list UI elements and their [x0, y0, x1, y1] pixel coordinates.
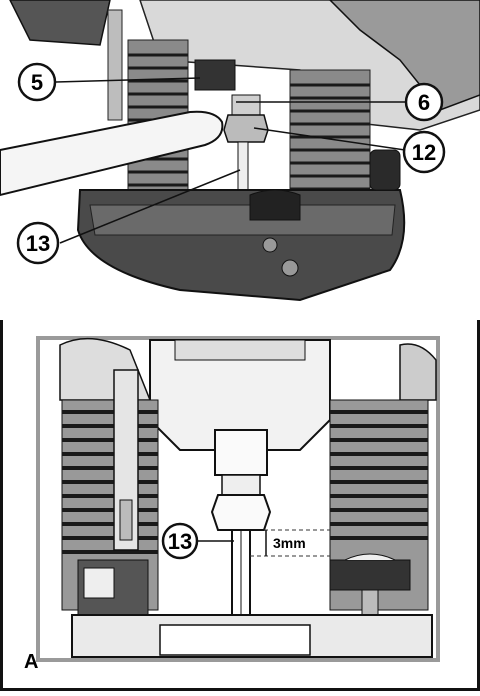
wrench [0, 110, 224, 197]
spindle [231, 94, 261, 116]
detail-figure: 3mm 13 A [24, 336, 440, 673]
svg-text:13: 13 [26, 231, 50, 256]
detail-right-bellows [329, 399, 429, 621]
callout-13-top: 13 [16, 221, 60, 265]
detail-collet-nut [210, 494, 272, 531]
svg-text:3mm: 3mm [273, 535, 306, 551]
callout-12: 12 [402, 130, 446, 174]
lock-button [194, 59, 236, 91]
top-router-illustration: 5 6 12 13 [0, 0, 480, 320]
collet-nut [223, 114, 269, 143]
callout-6: 6 [404, 82, 444, 122]
svg-text:6: 6 [418, 90, 430, 115]
svg-text:13: 13 [168, 529, 192, 554]
depth-rod [107, 9, 123, 121]
dimension-3mm: 3mm [250, 529, 330, 557]
callout-5: 5 [17, 62, 57, 102]
svg-text:12: 12 [412, 140, 436, 165]
callout-13-detail: 13 [161, 522, 199, 560]
svg-text:5: 5 [31, 70, 43, 95]
left-handle [9, 0, 111, 46]
figure-letter: A [24, 651, 38, 673]
